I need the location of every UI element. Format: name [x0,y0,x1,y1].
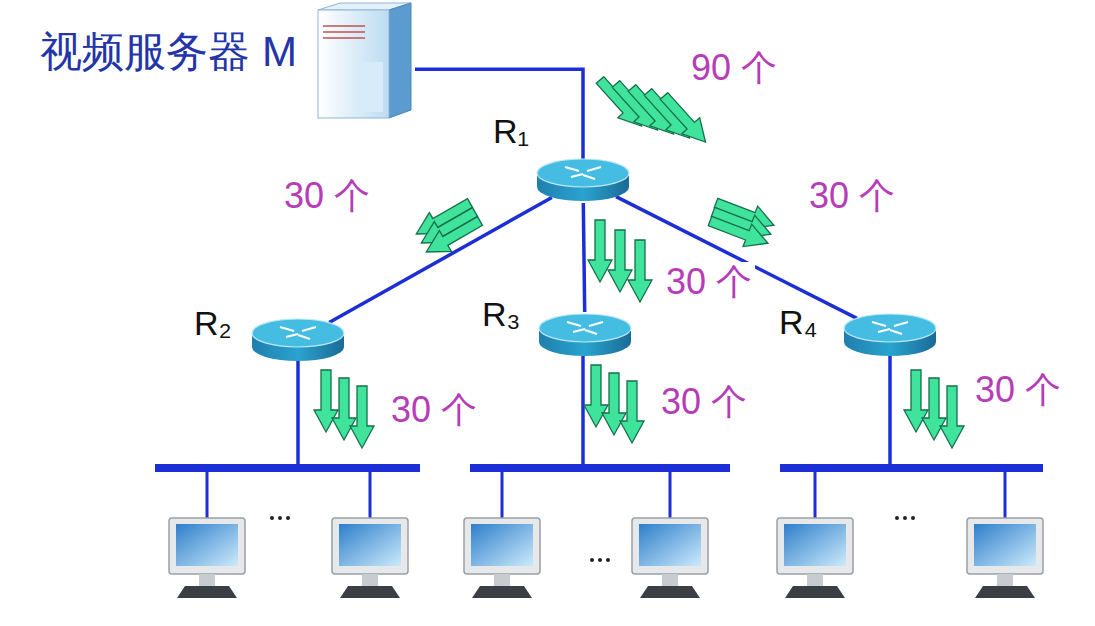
computer-icon [464,518,540,598]
router-arrow [565,167,579,171]
router-label: R₄ [779,304,817,341]
router-arrow [286,334,298,337]
router-node: R₄ [842,312,938,358]
host-drop [501,470,504,518]
router-icon [535,157,631,203]
packet-arrows [314,72,964,448]
lan-wiring [155,356,1043,472]
packet-arrow [350,386,374,448]
network-link [415,69,583,159]
computer-icon [632,518,708,598]
router-arrow [571,174,583,177]
router-arrow [567,322,581,326]
router-arrow [872,322,886,326]
server-front [318,10,389,118]
packet-arrow [655,88,714,150]
router-arrow [583,175,595,179]
router-label: R₂ [194,305,232,342]
ellipsis-mark [270,516,290,520]
router-arrow [298,335,310,339]
router-top [844,314,936,342]
server-slot [323,37,365,39]
router-arrow [894,322,908,326]
packet-count: 30 个 [388,390,480,430]
ellipsis-mark [895,516,915,520]
router-arrow [585,330,597,334]
packet-arrow [628,240,652,302]
router-arrow [302,327,316,331]
router-uplink [296,360,300,466]
router-icon [250,317,346,363]
host-drop [669,470,672,518]
router-arrow [890,330,902,334]
router-top [539,314,631,342]
router-arrow [573,329,585,332]
packet-arrow-group [904,370,964,448]
computer-icon [169,518,245,598]
router-arrow [587,167,601,171]
packet-arrow [588,220,612,282]
computer-icon [967,518,1043,598]
packet-arrow [940,386,964,448]
router-top [537,159,629,187]
host-computers [169,470,1043,598]
packet-count: 30 个 [663,262,755,302]
host-drop [206,470,209,518]
router-node: R₂ [250,317,346,363]
router-icon [537,312,633,358]
server-side [389,3,411,118]
packet-count: 30 个 [658,382,750,422]
computer-icon [332,518,408,598]
lan-bus [155,464,420,472]
packet-arrow-group [706,192,778,255]
packet-arrow [608,230,632,292]
network-link [583,203,584,312]
video-server: 视频服务器 M [305,2,415,120]
router-label: R₃ [482,296,520,333]
packet-arrow [620,381,644,443]
router-uplink [581,356,585,466]
router-arrow [878,329,890,332]
packet-count: 30 个 [972,370,1064,410]
server-label: 视频服务器 M [40,29,297,75]
host-drop [369,470,372,518]
router-node: R₁ [535,157,631,203]
server-slot [323,25,365,27]
router-top [252,319,344,347]
packet-count: 30 个 [806,176,898,216]
ellipsis-mark [590,558,610,562]
packet-count: 30 个 [281,176,373,216]
server-slot [323,31,365,33]
packet-arrow-group [314,370,374,448]
router-uplink [888,356,892,466]
router-label: R₁ [493,113,529,150]
server-panel [361,62,383,112]
router-icon [842,312,938,358]
packet-arrow [420,211,486,263]
host-drop [1004,470,1007,518]
packet-count: 90 个 [688,48,780,88]
packet-arrow [706,210,772,255]
server-icon [305,2,415,120]
computer-icon [777,518,853,598]
lan-bus [470,464,730,472]
packet-arrow-group [410,193,486,263]
router-arrow [280,327,294,331]
packet-arrow-group [588,220,652,302]
packet-arrow-group [584,365,644,443]
router-node: R₃ [537,312,633,358]
host-drop [814,470,817,518]
router-arrow [589,322,603,326]
